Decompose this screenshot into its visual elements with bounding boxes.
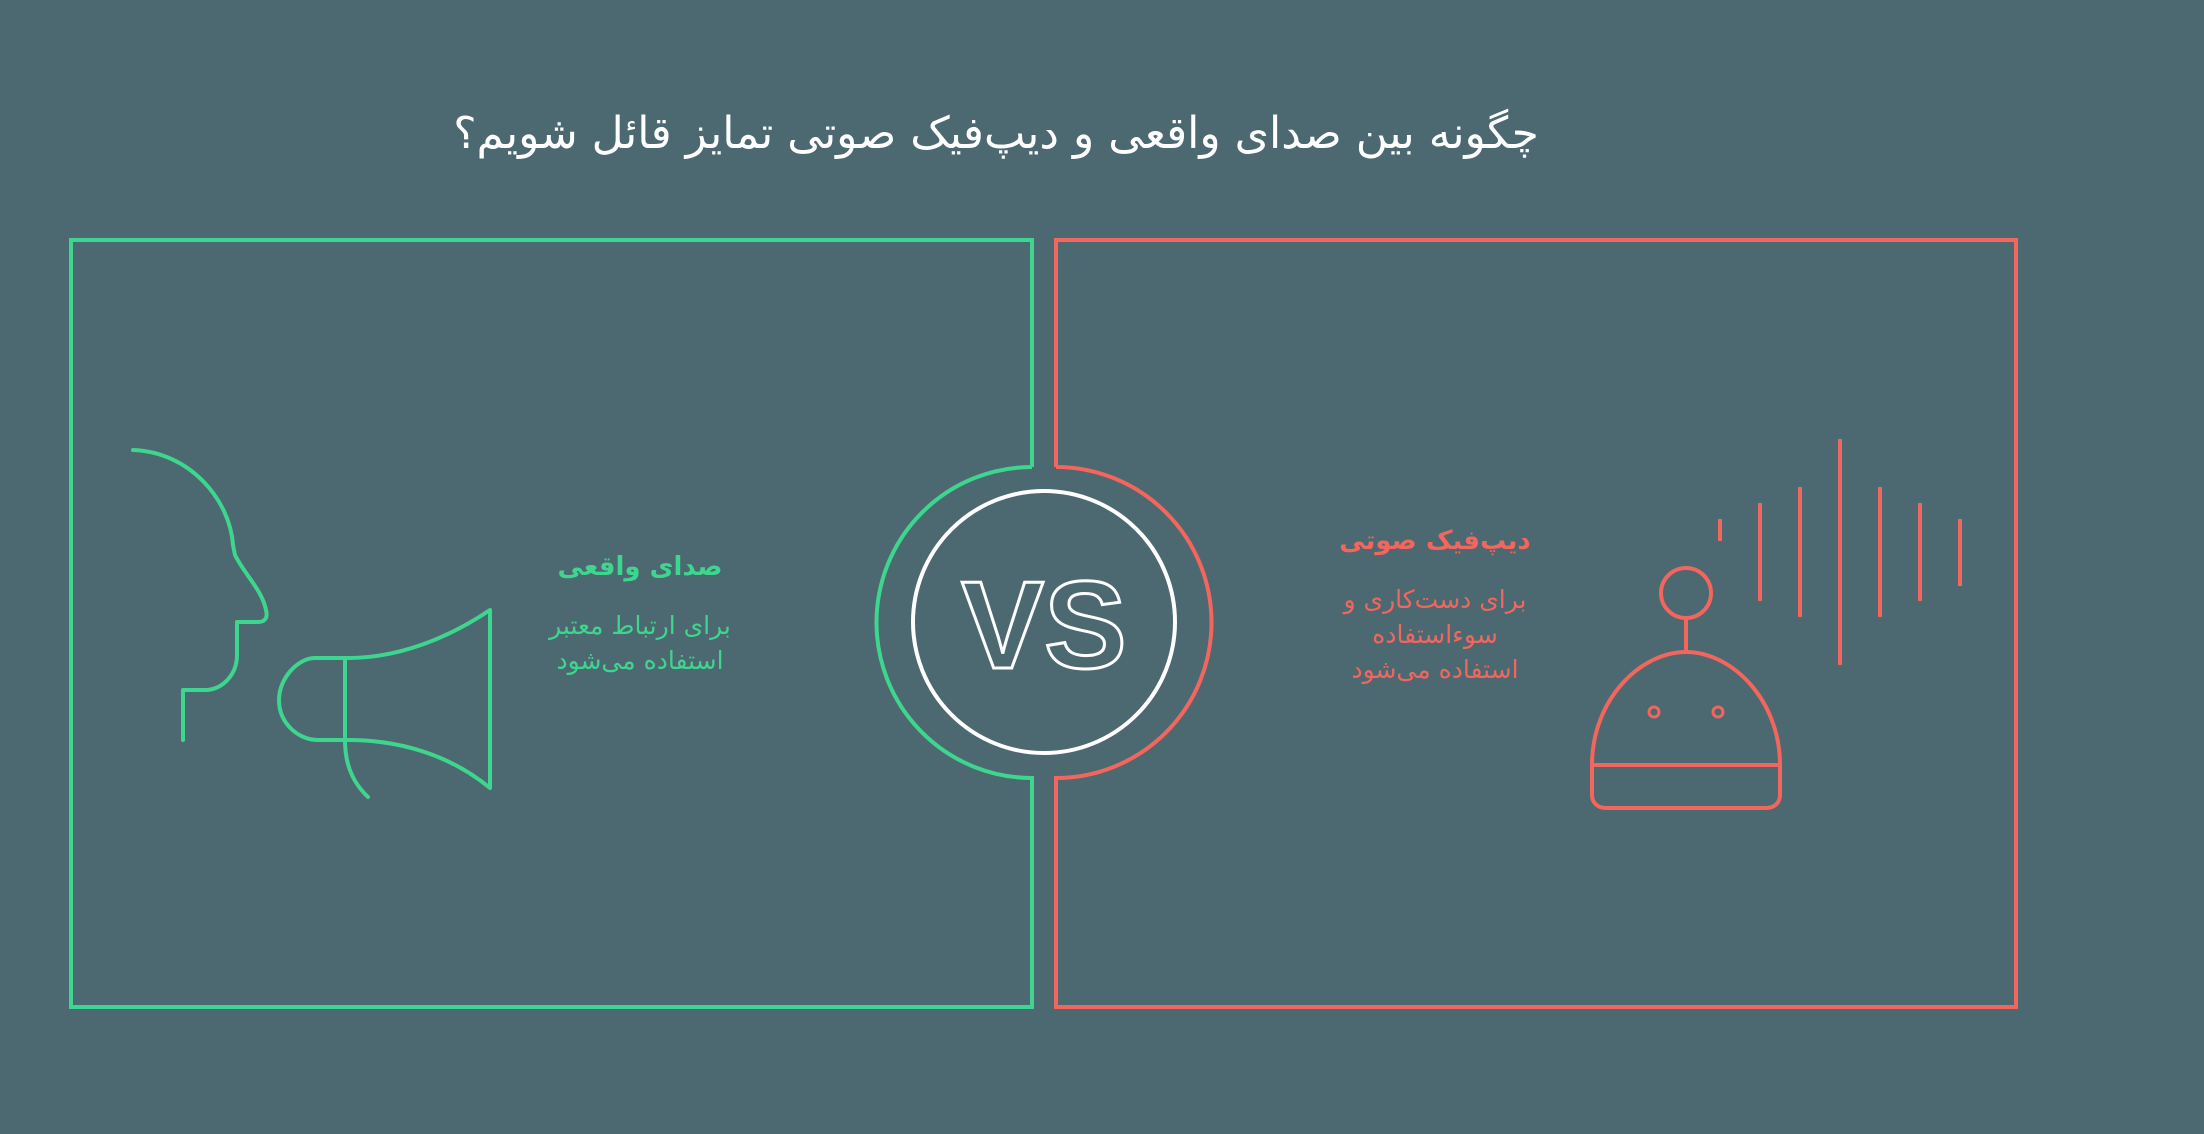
deepfake-label: دیپ‌فیک صوتی برای دست‌کاری و سوءاستفاده … (1310, 526, 1560, 687)
deepfake-description: برای دست‌کاری و سوءاستفاده استفاده می‌شو… (1310, 582, 1560, 687)
vs-text: VS (961, 557, 1126, 695)
megaphone-icon (277, 608, 492, 799)
real-voice-heading: صدای واقعی (557, 552, 723, 582)
robot-icon (1590, 566, 1782, 810)
real-voice-description: برای ارتباط معتبر استفاده می‌شود (520, 608, 760, 678)
page-title: چگونه بین صدای واقعی و دیپ‌فیک صوتی تمای… (0, 108, 2204, 159)
vs-circle (911, 489, 1177, 755)
deepfake-description-line: برای دست‌کاری و (1343, 585, 1527, 614)
deepfake-heading: دیپ‌فیک صوتی (1339, 526, 1531, 556)
real-voice-description-line: استفاده می‌شود (556, 646, 724, 675)
real-voice-description-line: برای ارتباط معتبر (549, 611, 731, 640)
real-voice-label: صدای واقعی برای ارتباط معتبر استفاده می‌… (520, 552, 760, 678)
real-voice-panel-border (69, 238, 1034, 1009)
deepfake-description-line: استفاده می‌شود (1351, 655, 1519, 684)
soundwave-icon (1718, 439, 1962, 665)
deepfake-description-line: سوءاستفاده (1372, 620, 1498, 649)
deepfake-panel-border (1054, 238, 2018, 1009)
person-speaking-icon (131, 448, 269, 742)
page-title-text: چگونه بین صدای واقعی و دیپ‌فیک صوتی تمای… (453, 108, 1539, 159)
